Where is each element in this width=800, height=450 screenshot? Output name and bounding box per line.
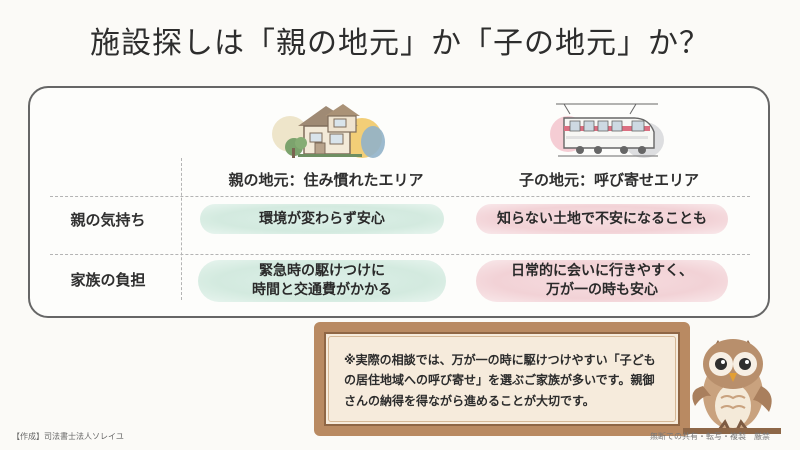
row-label-feelings: 親の気持ち	[70, 211, 146, 229]
column-header-parent: 親の地元：住み慣れたエリア	[228, 171, 424, 189]
owl-illustration-icon	[683, 324, 781, 436]
child-burden-cell: 日常的に会いに行きやすく、 万が一の時も安心	[476, 260, 728, 302]
child-feelings-cell: 知らない土地で不安になることも	[476, 204, 728, 234]
parent-burden-cell: 緊急時の駆けつけに 時間と交通費がかかる	[198, 260, 446, 302]
note-board: ※実際の相談では、万が一の時に駆けつけやすい「子どもの居住地域への呼び寄せ」を選…	[314, 322, 690, 436]
column-header-child: 子の地元：呼び寄せエリア	[518, 171, 699, 189]
parent-feelings-text: 環境が変わらず安心	[259, 210, 385, 227]
parent-burden-text: 緊急時の駆けつけに 時間と交通費がかかる	[252, 263, 392, 298]
train-illustration-icon	[546, 96, 668, 164]
parent-feelings-cell: 環境が変わらず安心	[200, 204, 444, 234]
page-title: 施設探しは「親の地元」か「子の地元」か？	[90, 26, 710, 61]
note-text: ※実際の相談では、万が一の時に駆けつけやすい「子どもの居住地域への呼び寄せ」を選…	[344, 353, 656, 408]
footer-copyright: 無断での共有・転写・複製 厳禁	[650, 432, 770, 441]
comparison-panel: 親の地元：住み慣れたエリア 子の地元：呼び寄せエリア 親の気持ち 家族の負担 環…	[28, 86, 770, 318]
child-burden-text: 日常的に会いに行きやすく、 万が一の時も安心	[511, 263, 693, 298]
row-label-burden: 家族の負担	[70, 271, 146, 289]
house-illustration-icon	[270, 96, 388, 164]
footer-credit: 【作成】司法書士法人ソレイユ	[12, 432, 124, 441]
divider-row-2	[50, 254, 750, 255]
divider-row-1	[50, 196, 750, 197]
vertical-divider	[181, 158, 182, 300]
child-feelings-text: 知らない土地で不安になることも	[497, 210, 707, 227]
